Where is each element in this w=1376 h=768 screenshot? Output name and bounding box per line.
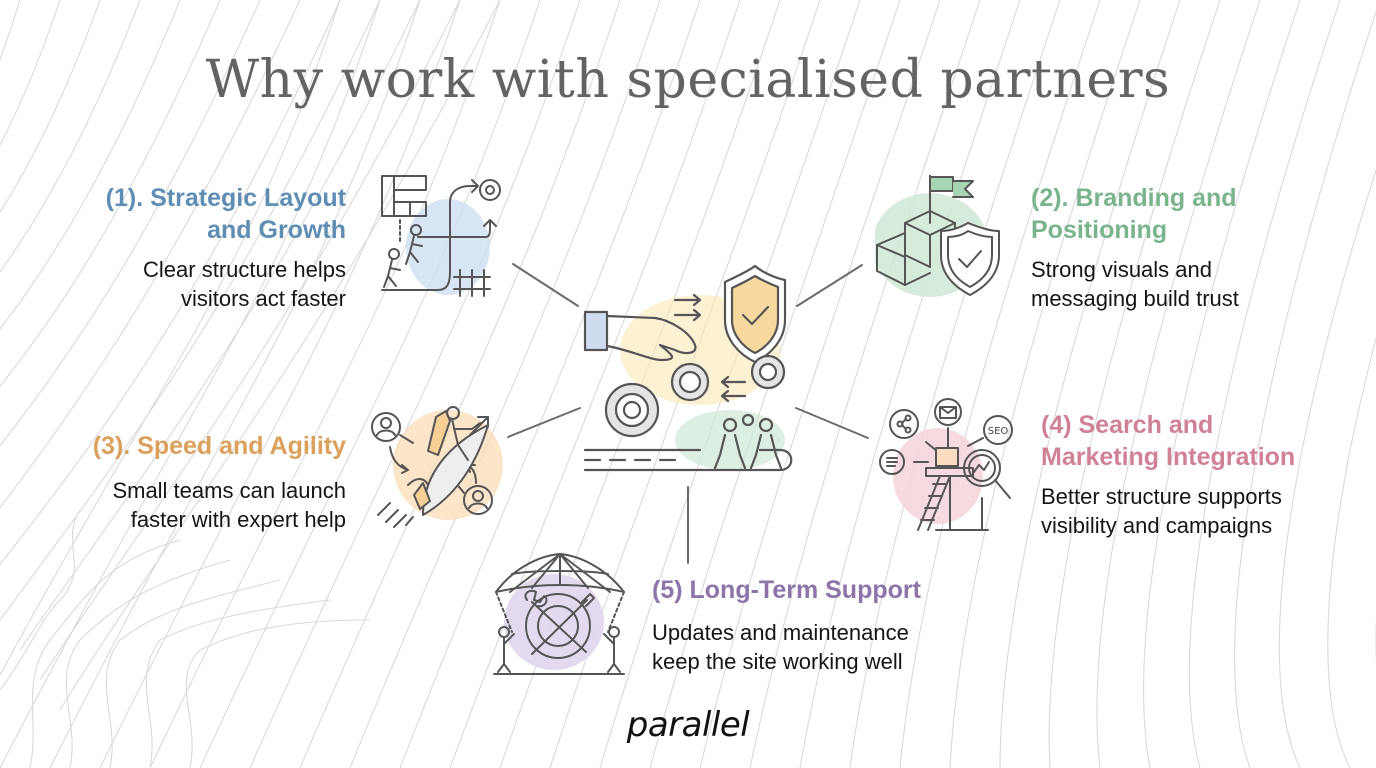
rocket-team-icon — [371, 406, 503, 528]
step-4-heading: (4) Search and Marketing Integration — [1041, 409, 1361, 473]
step-4-description: Better structure supports visibility and… — [1041, 482, 1361, 540]
step-1-heading-line1: (1). Strategic Layout — [105, 184, 346, 212]
step-2-heading-line1: (2). Branding and — [1031, 184, 1237, 212]
step-1-heading: (1). Strategic Layout and Growth — [60, 182, 346, 246]
step-5-desc-line2: keep the site working well — [652, 649, 903, 674]
step-5-desc-line1: Updates and maintenance — [652, 620, 909, 645]
step-2-heading: (2). Branding and Positioning — [1031, 182, 1331, 246]
step-4-heading-line2: Marketing Integration — [1041, 443, 1296, 471]
seo-marketing-ladder-icon: SEO — [879, 398, 1013, 531]
step-1-description: Clear structure helps visitors act faste… — [60, 255, 346, 313]
handshake-shield-gears-team-icon — [583, 264, 793, 472]
step-1-desc-line2: visitors act faster — [180, 286, 346, 311]
step-5-heading-line1: (5) Long-Term Support — [652, 576, 921, 604]
step-1-strategic-layout: (1). Strategic Layout and Growth Clear s… — [60, 182, 346, 313]
step-3-desc-line1: Small teams can launch — [112, 478, 346, 503]
step-3-speed-agility: (3). Speed and Agility Small teams can l… — [40, 430, 346, 534]
step-4-heading-line1: (4) Search and — [1041, 411, 1214, 439]
step-5-long-term-support: (5) Long-Term Support Updates and mainte… — [652, 574, 952, 676]
step-4-desc-line2: visibility and campaigns — [1041, 513, 1273, 538]
step-5-heading: (5) Long-Term Support — [652, 574, 952, 606]
connector-step4 — [795, 407, 869, 439]
step-2-description: Strong visuals and messaging build trust — [1031, 255, 1331, 313]
connector-step3 — [507, 407, 581, 438]
connector-step2 — [796, 264, 863, 307]
step-4-search-marketing: (4) Search and Marketing Integration Bet… — [1041, 409, 1361, 540]
step-3-description: Small teams can launch faster with exper… — [40, 476, 346, 534]
step-2-desc-line1: Strong visuals and — [1031, 257, 1212, 282]
step-2-desc-line2: messaging build trust — [1031, 286, 1239, 311]
page-title: Why work with specialised partners — [205, 50, 1171, 110]
step-1-desc-line1: Clear structure helps — [143, 257, 346, 282]
step-2-heading-line2: Positioning — [1031, 216, 1168, 244]
step-2-branding: (2). Branding and Positioning Strong vis… — [1031, 182, 1331, 313]
layout-growth-path-icon — [381, 175, 501, 297]
step-4-desc-line1: Better structure supports — [1041, 484, 1282, 509]
step-1-heading-line2: and Growth — [207, 216, 346, 244]
connector-step1 — [512, 263, 579, 307]
brand-cube-shield-flag-icon — [875, 175, 1000, 297]
step-3-desc-line2: faster with expert help — [130, 507, 346, 532]
step-5-description: Updates and maintenance keep the site wo… — [652, 618, 952, 676]
step-3-heading: (3). Speed and Agility — [40, 430, 346, 462]
umbrella-tools-support-icon — [493, 553, 625, 675]
seo-label: SEO — [988, 426, 1009, 437]
parallel-logo: parallel — [626, 705, 750, 745]
step-3-heading-line1: (3). Speed and Agility — [92, 432, 346, 460]
